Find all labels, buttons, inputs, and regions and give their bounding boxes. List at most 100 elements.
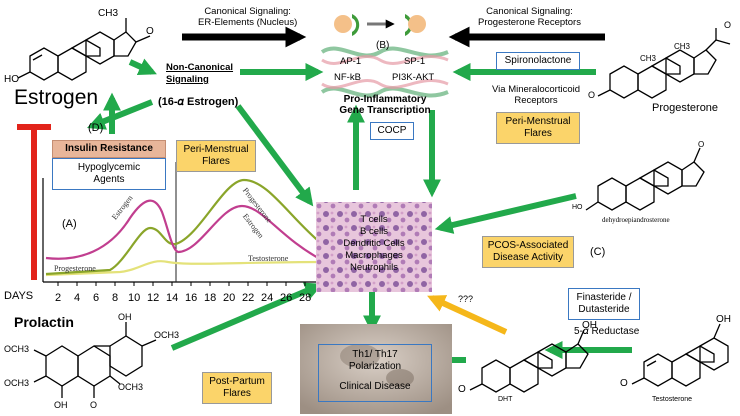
progesterone-methyl-1-label: CH3 — [640, 54, 657, 63]
estrogen-16a-label: (16-𝛼 Estrogen) — [158, 96, 239, 108]
estrogen-curve — [45, 199, 323, 261]
spironolactone-label: Spironolactone — [504, 55, 572, 66]
dht-structure — [469, 329, 589, 393]
dht-oh-label: OH — [582, 320, 597, 331]
canonical-pr-label: Canonical Signaling:Progesterone Recepto… — [478, 6, 581, 28]
panel-d-label: (D) — [88, 122, 104, 134]
spironolactone-box: Spironolactone — [496, 52, 580, 70]
16a-to-cells-arrow — [235, 104, 314, 207]
testosterone-curve — [45, 260, 323, 277]
canonical-er-label: Canonical Signaling:ER-Elements (Nucleus… — [198, 6, 298, 28]
dhea-title: dehydroepiandrosterone — [602, 216, 670, 224]
skin-lesion-image — [300, 324, 452, 414]
progesterone-title: Progesterone — [652, 102, 719, 114]
immune-cells-list: T cells B cells Dendritic Cells Macropha… — [316, 214, 432, 274]
flavonoid-oh-bottom: OH — [54, 400, 68, 410]
day-tick-label: 16 — [185, 292, 198, 304]
day-tick-label: 2 — [54, 292, 62, 304]
estrogen-structure — [17, 18, 151, 81]
cell-type: T cells — [360, 214, 388, 225]
curve-label-progesterone-bottom: Progesterone — [54, 264, 96, 273]
day-tick-label: 14 — [166, 292, 179, 304]
flavonoid-oh-top: OH — [118, 312, 132, 322]
flavonoid-structure — [33, 322, 157, 398]
day-tick-label: 18 — [204, 292, 217, 304]
testosterone-structure — [631, 323, 729, 387]
dht-to-cells-arrow — [427, 295, 508, 335]
dhea-to-cells-arrow — [434, 193, 577, 234]
days-label: DAYS — [4, 290, 34, 302]
progesterone-methyl-2-label: CH3 — [674, 42, 691, 51]
progesterone-o-label: O — [588, 90, 596, 100]
cell-type: Macrophages — [345, 250, 403, 261]
day-tick-label: 28 — [299, 292, 312, 304]
unknown-mechanism-label: ??? — [458, 294, 474, 304]
flavonoid-och3-right: OCH3 — [154, 330, 180, 340]
day-tick-label: 24 — [261, 292, 274, 304]
estrogen-methyl-label: CH3 — [98, 8, 119, 19]
flavonoid-och3-left-top: OCH3 — [4, 344, 30, 354]
estrogen-title: Estrogen — [14, 86, 99, 109]
cell-type: Neutrophils — [349, 262, 399, 273]
panel-b-label: (B) — [376, 40, 390, 51]
progesterone-curve — [45, 178, 323, 276]
testosterone-o-label: O — [620, 378, 628, 389]
progesterone-ketone-label: O — [724, 20, 732, 30]
curve-label-testosterone: Testosterone — [248, 254, 289, 263]
panel-c-label: (C) — [590, 246, 606, 258]
day-tick-label: 10 — [128, 292, 141, 304]
day-tick-label: 8 — [111, 292, 119, 304]
insulin-resistance-box: Insulin Resistance — [52, 140, 166, 158]
dhea-ho-label: HO — [572, 204, 583, 211]
day-tick-label: 26 — [280, 292, 293, 304]
day-tick-label: 6 — [92, 292, 100, 304]
tf-sp1: SP-1 — [404, 56, 426, 67]
dna-helix-icon — [320, 46, 449, 98]
estrogen-to-noncanonical-arrow — [128, 58, 157, 75]
flavonoid-och3-left-bottom: OCH3 — [4, 378, 30, 388]
cell-type: Dendritic Cells — [343, 238, 405, 249]
dht-title: DHT — [498, 396, 513, 403]
immune-cells-image — [316, 202, 432, 292]
cycle-chart — [42, 162, 324, 286]
day-tick-marks — [57, 282, 306, 286]
tf-pi3k-akt: PI3K-AKT — [392, 72, 435, 83]
day-tick-label: 12 — [147, 292, 160, 304]
estrogen-o-label: O — [146, 26, 154, 37]
day-tick-label: 20 — [223, 292, 236, 304]
panel-a-label: (A) — [62, 218, 77, 230]
day-tick-label: 4 — [73, 292, 81, 304]
flavonoid-o-bottom: O — [90, 400, 98, 410]
flavonoid-och3-bottom: OCH3 — [118, 382, 144, 392]
finasteride-box: Finasteride /Dutasteride — [568, 288, 640, 320]
receptor-binding-icon — [334, 14, 426, 36]
estrogen-ho-label: HO — [4, 74, 19, 85]
dht-o-label: O — [458, 384, 466, 395]
day-tick-label: 22 — [242, 292, 255, 304]
testosterone-title: Testosterone — [652, 396, 693, 403]
dhea-structure — [585, 147, 705, 211]
progesterone-structure — [597, 28, 731, 99]
testosterone-oh-label: OH — [716, 314, 731, 325]
dhea-o-label: O — [698, 140, 705, 149]
cocp-label: COCP — [377, 125, 407, 136]
prolactin-inhibition-bar — [17, 124, 51, 280]
five-alpha-reductase-label: 5-𝛼 Reductase — [574, 326, 640, 337]
clinical-outcome-box: Th1/ Th17 Polarization Clinical Disease — [318, 344, 432, 402]
16a-to-insulin-arrow — [86, 99, 154, 130]
prolactin-label: Prolactin — [14, 314, 74, 330]
cell-type: B cells — [360, 226, 388, 237]
tf-nfkb: NF-kB — [334, 72, 361, 83]
flavonoid-to-cells-arrow — [170, 282, 323, 351]
cocp-box: COCP — [370, 122, 414, 140]
